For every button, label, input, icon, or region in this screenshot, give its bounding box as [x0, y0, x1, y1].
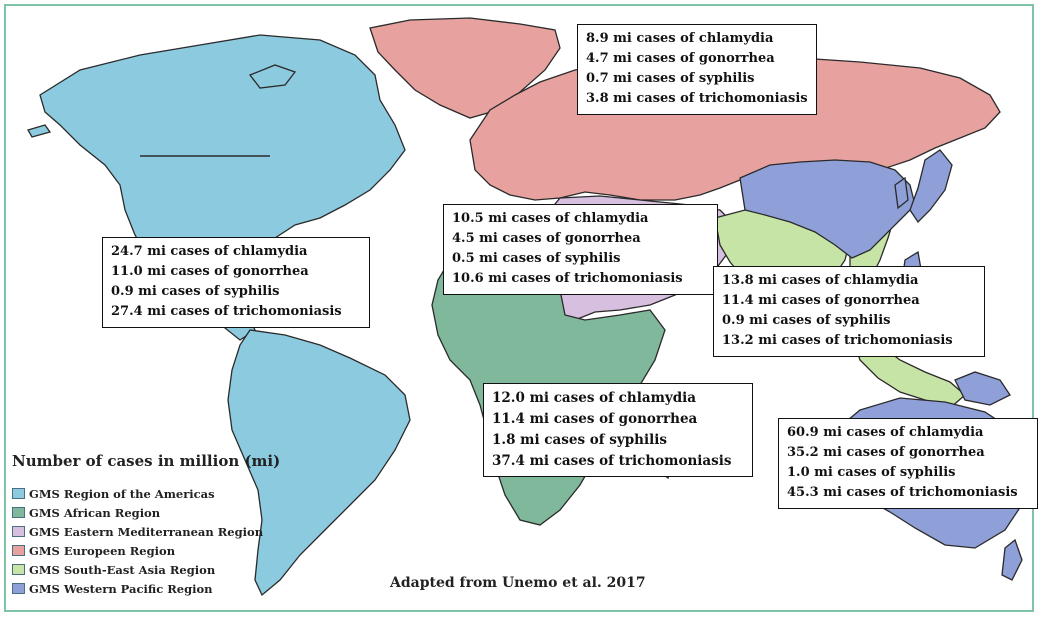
- legend-label: GMS Eastern Mediterranean Region: [29, 524, 264, 539]
- legend-label: GMS South-East Asia Region: [29, 562, 216, 577]
- stat-line: 10.6 mi cases of trichomoniasis: [452, 271, 683, 287]
- stat-line: 10.5 mi cases of chlamydia: [452, 211, 649, 226]
- legend-label: GMS Western Pacific Region: [29, 581, 213, 596]
- legend-item-europe: GMS Europeen Region: [12, 541, 280, 560]
- source-credit: Adapted from Unemo et al. 2017: [390, 575, 646, 591]
- stats-box-sea: 13.8 mi cases of chlamydia 11.4 mi cases …: [713, 266, 985, 357]
- region-wpac-japan: [894, 149, 953, 224]
- stat-line: 4.7 mi cases of gonorrhea: [586, 51, 775, 67]
- stats-box-americas: 24.7 mi cases of chlamydia 11.0 mi cases …: [102, 237, 370, 328]
- legend: Number of cases in million (mi) GMS Regi…: [12, 452, 280, 598]
- region-americas-islands: [27, 64, 297, 138]
- stat-line: 11.4 mi cases of gonorrhea: [722, 293, 920, 309]
- stat-line: 0.7 mi cases of syphilis: [586, 71, 755, 87]
- stat-line: 27.4 mi cases of trichomoniasis: [111, 304, 342, 320]
- legend-swatch: [12, 564, 25, 575]
- stat-line: 12.0 mi cases of chlamydia: [492, 390, 697, 406]
- legend-item-africa: GMS African Region: [12, 503, 280, 522]
- legend-label: GMS Region of the Americas: [29, 486, 215, 501]
- stat-line: 13.8 mi cases of chlamydia: [722, 273, 919, 288]
- stat-line: 11.0 mi cases of gonorrhea: [111, 264, 309, 280]
- legend-item-sea: GMS South-East Asia Region: [12, 560, 280, 579]
- region-americas-south: [227, 329, 411, 597]
- legend-swatch: [12, 488, 25, 499]
- stat-line: 3.8 mi cases of trichomoniasis: [586, 91, 808, 107]
- legend-label: GMS Europeen Region: [29, 543, 176, 558]
- legend-label: GMS African Region: [29, 505, 161, 520]
- legend-item-wpac: GMS Western Pacific Region: [12, 579, 280, 598]
- legend-title: Number of cases in million (mi): [12, 452, 281, 470]
- stat-line: 0.9 mi cases of syphilis: [722, 313, 891, 329]
- stat-line: 11.4 mi cases of gonorrhea: [492, 410, 698, 427]
- stat-line: 0.9 mi cases of syphilis: [111, 284, 280, 300]
- legend-swatch: [12, 526, 25, 537]
- stat-line: 35.2 mi cases of gonorrhea: [787, 445, 985, 461]
- legend-swatch: [12, 507, 25, 518]
- stat-line: 4.5 mi cases of gonorrhea: [452, 231, 641, 247]
- stat-line: 0.5 mi cases of syphilis: [452, 251, 621, 267]
- stat-line: 1.8 mi cases of syphilis: [492, 431, 667, 448]
- region-wpac-nz: [1001, 538, 1023, 581]
- stat-line: 8.9 mi cases of chlamydia: [586, 31, 774, 46]
- stats-box-wpac: 60.9 mi cases of chlamydia 35.2 mi cases …: [778, 418, 1038, 509]
- region-wpac-china: [739, 159, 916, 259]
- legend-item-emed: GMS Eastern Mediterranean Region: [12, 522, 280, 541]
- legend-swatch: [12, 583, 25, 594]
- stat-line: 45.3 mi cases of trichomoniasis: [787, 485, 1018, 501]
- stat-line: 60.9 mi cases of chlamydia: [787, 425, 984, 440]
- legend-swatch: [12, 545, 25, 556]
- stat-line: 13.2 mi cases of trichomoniasis: [722, 333, 953, 349]
- stats-box-emed: 10.5 mi cases of chlamydia 4.5 mi cases o…: [443, 204, 718, 295]
- legend-item-americas: GMS Region of the Americas: [12, 484, 280, 503]
- stats-box-europe: 8.9 mi cases of chlamydia 4.7 mi cases of…: [577, 24, 817, 115]
- stat-line: 1.0 mi cases of syphilis: [787, 465, 956, 481]
- stat-line: 37.4 mi cases of trichomoniasis: [492, 452, 732, 469]
- stat-line: 24.7 mi cases of chlamydia: [111, 244, 308, 259]
- stats-box-africa: 12.0 mi cases of chlamydia 11.4 mi cases …: [483, 383, 753, 477]
